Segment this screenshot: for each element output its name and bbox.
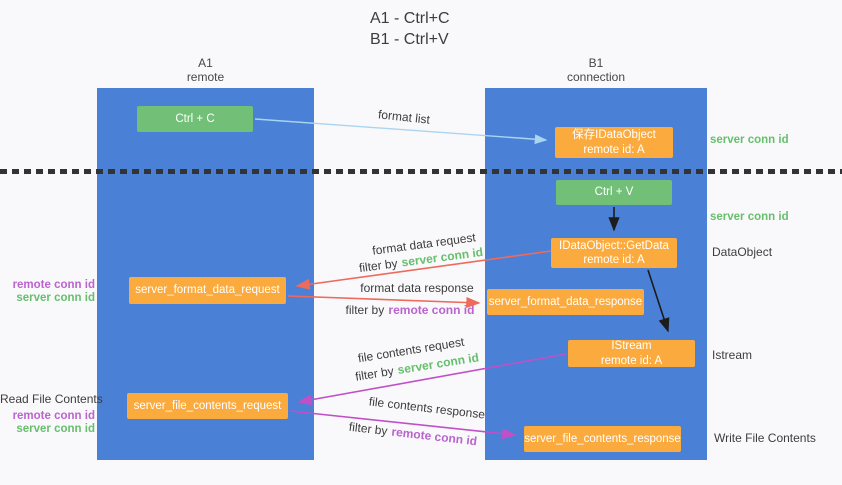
node-getdata-line1: IDataObject::GetData xyxy=(559,239,669,252)
label-right-server-conn-id-1: server conn id xyxy=(710,134,789,146)
remote-conn-id-text: remote conn id xyxy=(12,279,95,291)
node-ctrl-v: Ctrl + V xyxy=(556,180,672,205)
label-format-data-response: format data response xyxy=(360,281,474,295)
filter-by-text: filter by xyxy=(348,419,389,439)
column-header-b1: B1 connection xyxy=(485,56,707,84)
label-left-conn-ids-file: remote conn id server conn id xyxy=(0,410,95,436)
column-a1-name: A1 xyxy=(198,56,213,70)
node-save-dataobject-line1: 保存IDataObject xyxy=(572,129,656,142)
node-istream-line1: IStream xyxy=(611,340,652,353)
node-istream-line2: remote id: A xyxy=(600,354,663,367)
session-divider xyxy=(0,169,842,174)
server-conn-id-text: server conn id xyxy=(16,423,95,435)
label-left-conn-ids-format: remote conn id server conn id xyxy=(0,279,95,305)
column-header-a1: A1 remote xyxy=(97,56,314,84)
node-getdata-line2: remote id: A xyxy=(583,254,645,266)
label-read-file-contents: Read File Contents xyxy=(0,392,103,406)
label-file-contents-response: file contents response xyxy=(368,394,486,422)
column-b1-subtitle: connection xyxy=(566,70,626,84)
label-right-server-conn-id-2: server conn id xyxy=(710,211,789,223)
node-format-request-label: server_format_data_request xyxy=(135,284,280,297)
remote-conn-id-text: remote conn id xyxy=(390,424,478,449)
node-istream: IStream remote id: A xyxy=(568,340,695,367)
node-ctrl-v-label: Ctrl + V xyxy=(594,186,634,199)
node-save-dataobject-line2: remote id: A xyxy=(583,143,645,156)
node-server-format-data-request: server_format_data_request xyxy=(129,277,286,304)
node-server-file-contents-response: server_file_contents_response xyxy=(524,426,681,452)
remote-conn-id-text: remote conn id xyxy=(388,303,475,317)
label-istream: Istream xyxy=(712,348,753,362)
column-b1-name: B1 xyxy=(588,56,604,70)
server-conn-id-text: server conn id xyxy=(16,292,95,304)
label-write-file-contents: Write File Contents xyxy=(714,431,816,445)
filter-by-text: filter by xyxy=(345,303,385,317)
node-save-dataobject: 保存IDataObject remote id: A xyxy=(555,127,673,158)
diagram-title: A1 - Ctrl+C B1 - Ctrl+V xyxy=(370,8,450,50)
node-server-format-data-response: server_format_data_response xyxy=(487,289,644,315)
filter-by-text: filter by xyxy=(354,363,395,384)
node-ctrl-c-label: Ctrl + C xyxy=(175,112,215,125)
node-file-response-label: server_file_contents_response xyxy=(524,432,681,445)
node-server-file-contents-request: server_file_contents_request xyxy=(127,393,288,419)
filter-by-text: filter by xyxy=(358,256,399,276)
node-format-response-label: server_format_data_response xyxy=(488,295,643,308)
arrow-format-data-response xyxy=(287,295,481,309)
node-ctrl-c: Ctrl + C xyxy=(137,106,253,132)
title-line-1: A1 - Ctrl+C xyxy=(370,10,450,27)
column-a1-subtitle: remote xyxy=(186,70,225,84)
label-format-list: format list xyxy=(377,107,431,127)
label-dataobject: DataObject xyxy=(712,245,773,259)
node-file-request-label: server_file_contents_request xyxy=(133,399,282,412)
remote-conn-id-text: remote conn id xyxy=(12,410,95,422)
node-idataobject-getdata: IDataObject::GetData remote id: A xyxy=(551,238,677,268)
title-line-2: B1 - Ctrl+V xyxy=(370,31,449,48)
